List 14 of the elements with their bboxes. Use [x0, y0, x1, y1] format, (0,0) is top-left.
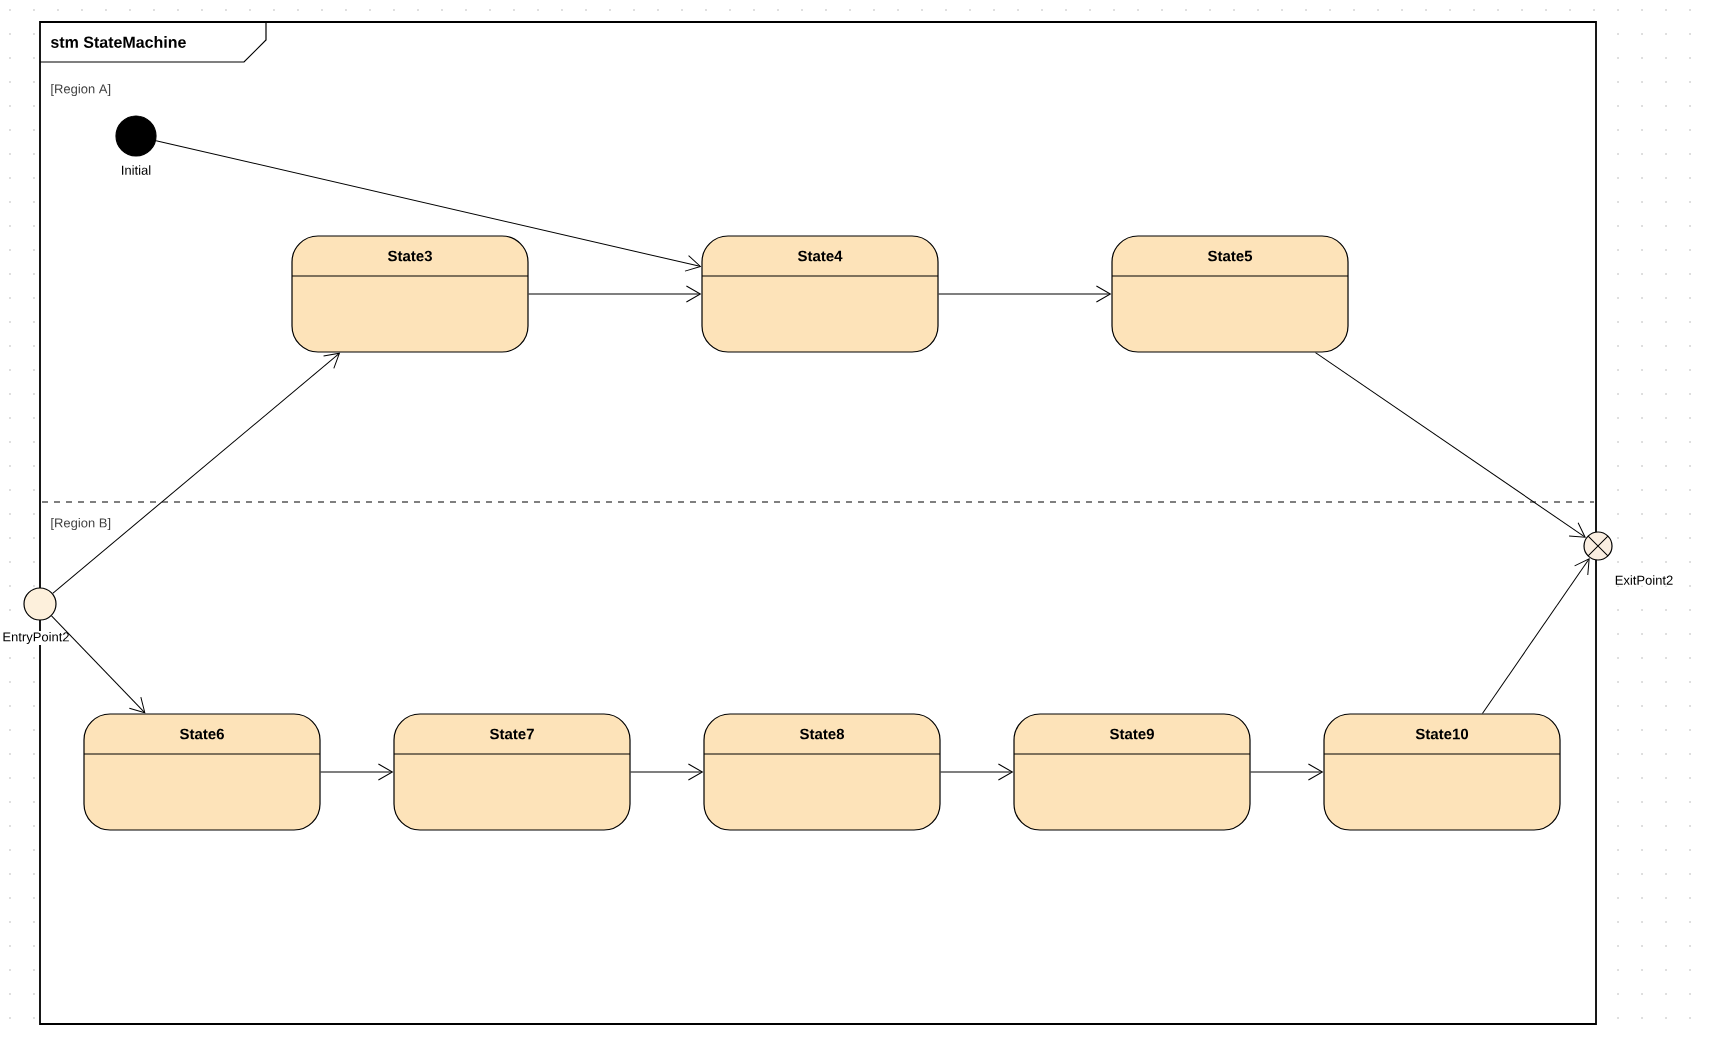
- transition-arrow: [52, 352, 340, 594]
- transition-arrow: [528, 285, 701, 303]
- transition-arrow: [938, 285, 1111, 303]
- entry-point: [23, 587, 57, 621]
- transition-arrow: [1250, 763, 1323, 781]
- transition-arrow: [51, 615, 146, 714]
- transition-arrow: [320, 763, 393, 781]
- transition-arrow: [1481, 558, 1590, 714]
- exit-point: [1583, 531, 1613, 561]
- transition-arrow: [630, 763, 703, 781]
- initial-state: [115, 115, 157, 157]
- transition-arrow: [1314, 352, 1586, 538]
- transition-arrow: [940, 763, 1013, 781]
- transition-arrow: [155, 140, 701, 272]
